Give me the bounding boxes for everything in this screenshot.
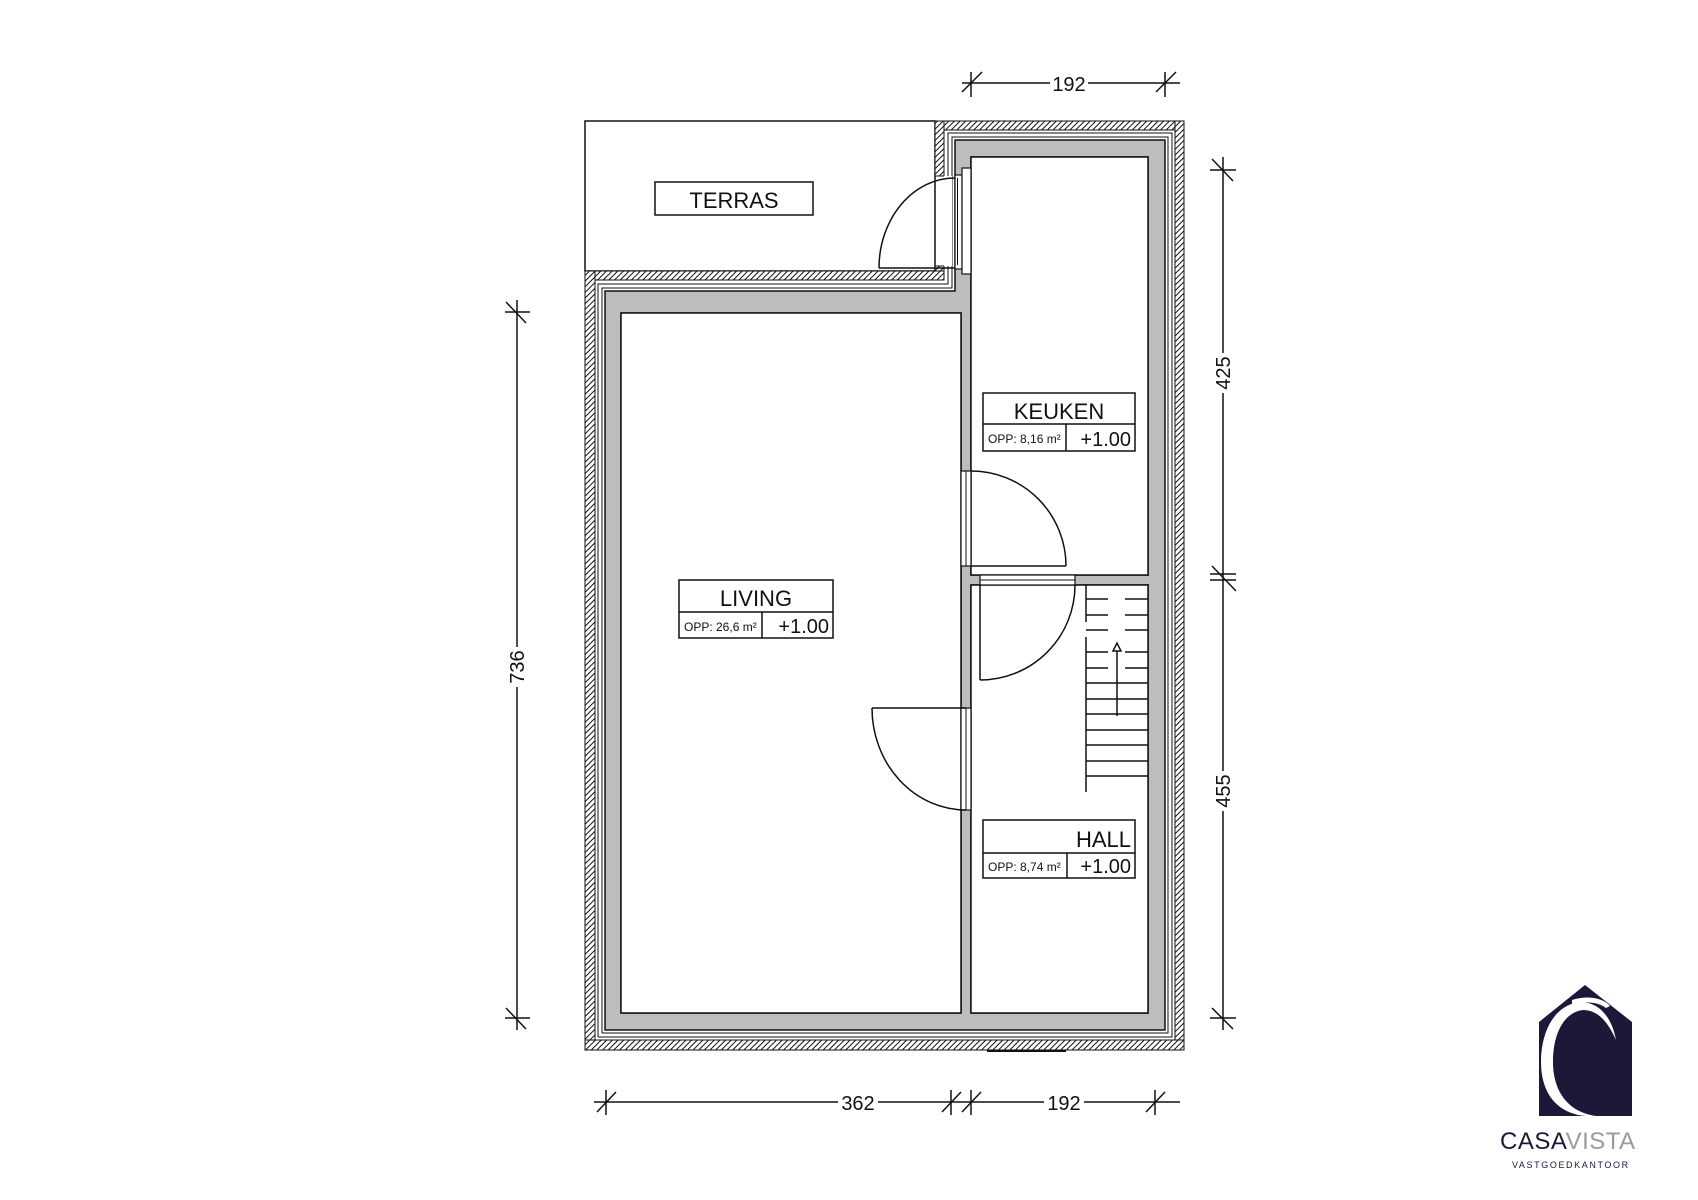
living-door <box>871 707 972 811</box>
hall-door <box>979 574 1076 681</box>
hall-name: HALL <box>1076 827 1131 852</box>
terras-label: TERRAS <box>654 181 814 216</box>
hall-label: HALL OPP: 8,74 m² +1.00 <box>982 819 1136 879</box>
keuken-label: KEUKEN OPP: 8,16 m² +1.00 <box>982 392 1136 452</box>
dimension-left-value: 736 <box>507 650 529 683</box>
keuken-area: OPP: 8,16 m² <box>988 432 1061 446</box>
keuken-level: +1.00 <box>1080 429 1131 451</box>
dimension-top: 192 <box>961 71 1180 97</box>
staircase <box>1085 585 1148 792</box>
keuken-room <box>970 156 1149 576</box>
dimension-right-top-value: 425 <box>1213 356 1235 389</box>
keuken-name: KEUKEN <box>1014 399 1104 424</box>
dimension-top-value: 192 <box>1052 74 1085 96</box>
logo-brand-vista: VISTA <box>1565 1128 1636 1155</box>
terras-name: TERRAS <box>689 188 778 213</box>
logo-brand-casa: CASA <box>1500 1128 1566 1155</box>
hall-area: OPP: 8,74 m² <box>988 860 1061 874</box>
logo-tagline: VASTGOEDKANTOOR <box>1512 1160 1630 1170</box>
dimension-bottom-left-value: 362 <box>841 1093 874 1115</box>
dimension-bottom: 362 192 <box>594 1090 1180 1115</box>
keuken-door <box>960 470 1067 567</box>
terras-door <box>878 167 972 275</box>
living-area: OPP: 26,6 m² <box>684 620 757 634</box>
living-room <box>620 312 962 1014</box>
dimension-left: 736 <box>505 300 530 1030</box>
hall-room <box>970 584 1149 1014</box>
dimension-right: 425 455 <box>1210 157 1237 1030</box>
casavista-logo-icon <box>1539 985 1632 1116</box>
living-level: +1.00 <box>778 616 829 638</box>
dimension-right-bottom-value: 455 <box>1213 774 1235 807</box>
living-name: LIVING <box>720 586 792 611</box>
hall-level: +1.00 <box>1080 856 1131 878</box>
dimension-bottom-right-value: 192 <box>1047 1093 1080 1115</box>
logo-wordmark: CASAVISTA <box>1500 1128 1660 1156</box>
living-label: LIVING OPP: 26,6 m² +1.00 <box>678 579 834 639</box>
